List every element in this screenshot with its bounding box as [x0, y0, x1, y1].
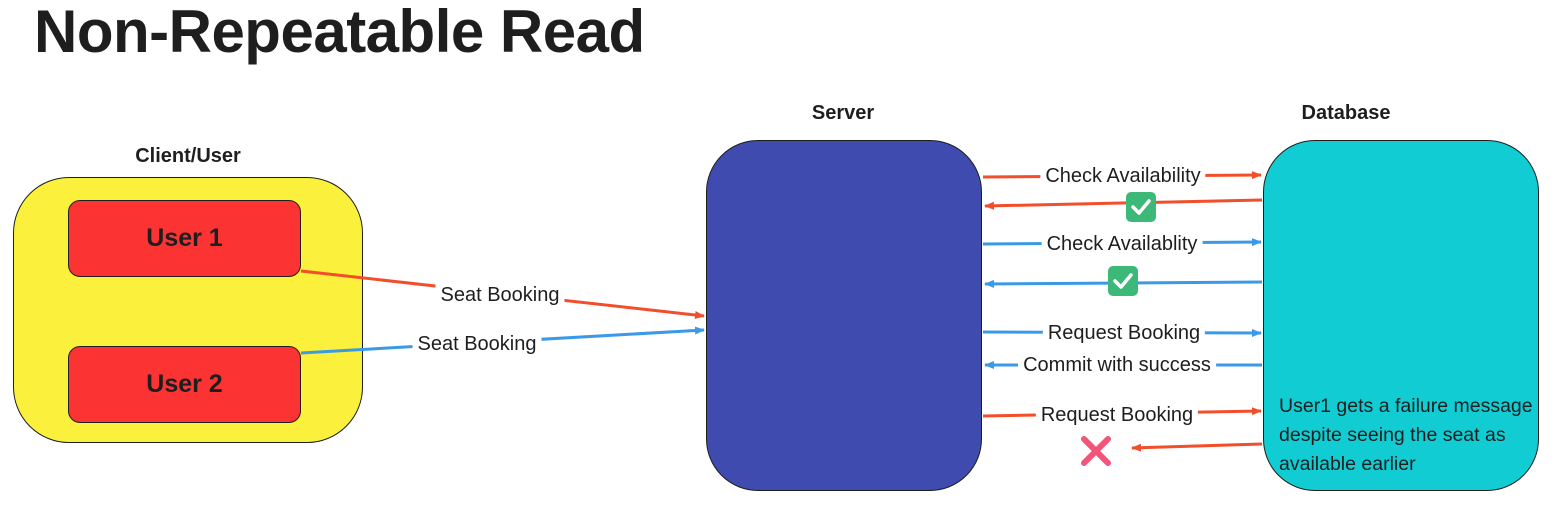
- database-box: [1263, 140, 1539, 491]
- check-icon: [1108, 266, 1138, 296]
- arrow-label-check-availability: Check Availability: [1040, 164, 1206, 188]
- user1-box: User 1: [68, 200, 301, 277]
- arrow-label-request-booking-red: Request Booking: [1035, 403, 1199, 427]
- database-note: User1 gets a failure message despite see…: [1279, 395, 1533, 475]
- arrow-label-user2: Seat Booking: [412, 332, 542, 356]
- client-caption: Client/User: [135, 145, 241, 167]
- page-title: Non-Repeatable Read: [34, 0, 645, 65]
- arrow-label-user1: Seat Booking: [435, 283, 565, 307]
- arrow-label-commit-success: Commit with success: [1018, 353, 1216, 377]
- server-caption: Server: [811, 102, 875, 124]
- arrow-failure-response: [1131, 442, 1263, 452]
- server-box: [706, 140, 982, 491]
- user2-box: User 2: [68, 346, 301, 423]
- arrow-check-result-1: [984, 198, 1263, 210]
- cross-icon: [1081, 436, 1111, 466]
- database-caption: Database: [1301, 102, 1391, 124]
- arrow-label-check-availablity: Check Availablity: [1041, 232, 1203, 256]
- check-icon: [1126, 192, 1156, 222]
- arrow-label-request-booking-blue: Request Booking: [1042, 321, 1206, 345]
